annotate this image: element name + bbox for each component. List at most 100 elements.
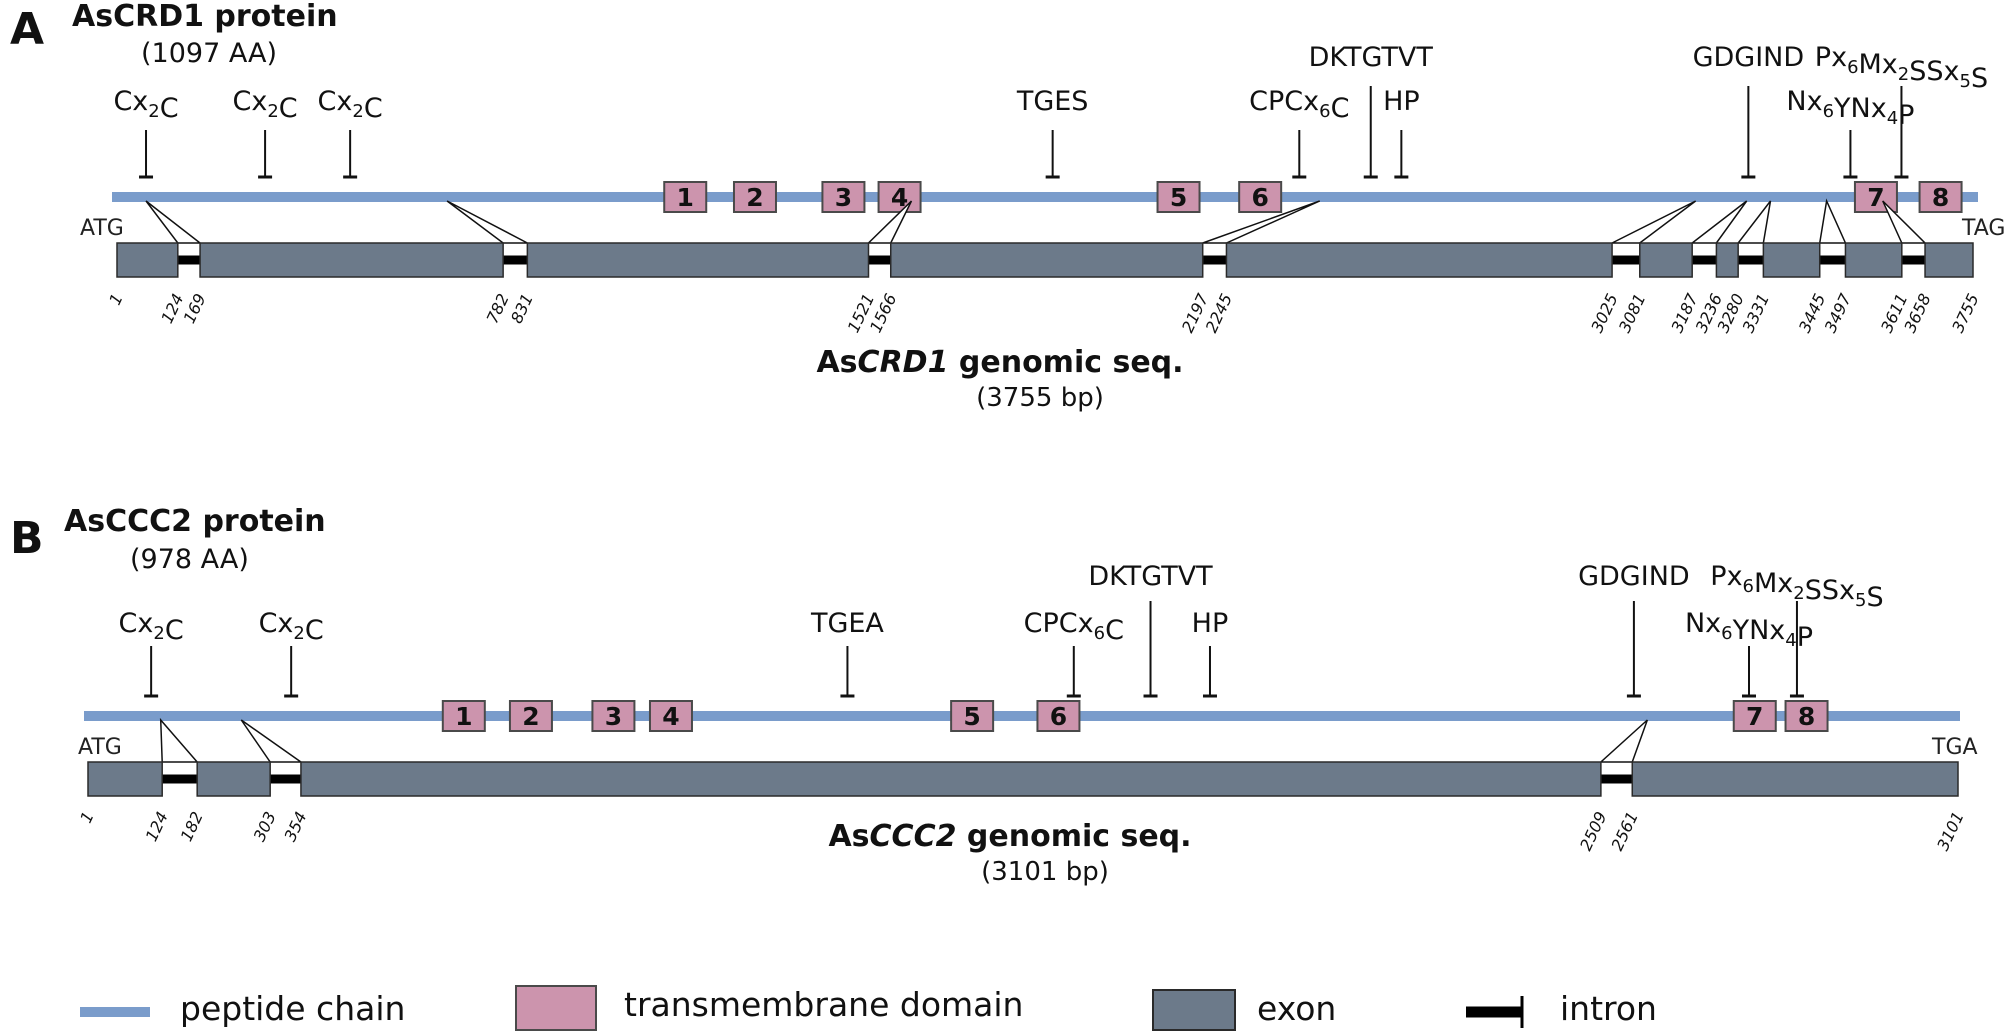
transmembrane-domain — [508, 700, 553, 732]
start-codon-b: ATG — [78, 735, 122, 760]
exon-connectors-a — [145, 198, 1927, 244]
transmembrane-domain-number: 3 — [835, 183, 852, 212]
panel-letter-b: B — [10, 513, 44, 564]
transmembrane-domain — [1784, 700, 1829, 732]
exon-block — [1715, 242, 1739, 278]
transmembrane-domain — [1853, 181, 1898, 213]
coordinate-label: 303 — [250, 809, 280, 845]
legend-label-peptide-chain: peptide chain — [180, 989, 405, 1028]
legend-item-exon: exon — [1152, 989, 1336, 1031]
motif-label: Cx2C — [318, 86, 383, 124]
transmembrane-domain — [1156, 181, 1201, 213]
motif-label: CPCx6C — [1249, 86, 1349, 124]
transmembrane-domain — [1732, 700, 1777, 732]
coordinate-label: 3101 — [1933, 809, 1967, 854]
exon-block — [1844, 242, 1903, 278]
legend-item-intron: intron — [1466, 989, 1657, 1028]
exon-block — [1639, 242, 1693, 278]
legend: peptide chain transmembrane domain exon … — [80, 985, 1657, 1031]
transmembrane-domain-number: 2 — [746, 183, 763, 212]
transmembrane-domain-number: 8 — [1798, 702, 1815, 731]
exon-block — [1631, 761, 1959, 797]
coordinate-label: 3755 — [1948, 291, 1982, 336]
coordinate-label: 354 — [280, 809, 310, 845]
transmembrane-domain-number: 7 — [1867, 183, 1884, 212]
intron-connector — [145, 200, 203, 244]
motif-label: HP — [1383, 86, 1420, 117]
genomic-title-suffix-a: genomic seq. — [948, 345, 1183, 380]
transmembrane-domain — [1238, 181, 1283, 213]
transmembrane-domain-number: 6 — [1050, 702, 1067, 731]
exon-block — [1924, 242, 1974, 278]
genomic-title-a: AsCRD1 genomic seq. — [816, 345, 1183, 380]
genomic-title-prefix-a: As — [816, 345, 857, 380]
transmembrane-domain-number: 6 — [1251, 183, 1268, 212]
legend-label-intron: intron — [1560, 989, 1657, 1028]
exons-a — [116, 242, 1974, 278]
legend-label-exon: exon — [1257, 989, 1336, 1028]
intron-connector — [1598, 719, 1649, 763]
coordinate-label: 2561 — [1607, 809, 1641, 854]
coordinate-label: 124 — [142, 809, 172, 845]
motif-label: Px6Mx2SSx5S — [1815, 42, 1988, 94]
transmembrane-domain-number: 4 — [662, 702, 679, 731]
stop-codon-a: TAG — [1961, 216, 2005, 241]
intron-connector — [1882, 200, 1927, 244]
protein-title-b: AsCCC2 protein — [64, 504, 326, 539]
motif-label: Cx2C — [259, 608, 324, 646]
transmembrane-domain-number: 1 — [677, 183, 694, 212]
motif-label: Px6Mx2SSx5S — [1710, 561, 1883, 613]
exon-block — [1762, 242, 1821, 278]
transmembrane-domain — [591, 700, 636, 732]
legend-item-transmembrane: transmembrane domain — [515, 985, 1023, 1031]
exons-b — [87, 761, 1959, 797]
exon-block — [1225, 242, 1613, 278]
transmembrane-domain-number: 3 — [605, 702, 622, 731]
motif-label: GDGIND — [1578, 561, 1690, 592]
transmembrane-domain — [821, 181, 866, 213]
transmembrane-domain-number: 1 — [455, 702, 472, 731]
protein-length-a: (1097 AA) — [141, 38, 277, 69]
intron-connector — [866, 200, 913, 244]
genomic-title-prefix-b: As — [828, 819, 869, 854]
motif-label: TGES — [1016, 86, 1089, 117]
coordinate-label: 1 — [76, 809, 98, 826]
stop-codon-b: TGA — [1931, 735, 1978, 760]
transmembrane-domain — [648, 700, 693, 732]
motif-label: Nx6YNx4P — [1685, 608, 1813, 653]
intron-connector — [159, 717, 199, 763]
motif-label: DKTGTVT — [1309, 42, 1434, 73]
genomic-title-b: AsCCC2 genomic seq. — [828, 819, 1191, 854]
motif-label: Nx6YNx4P — [1786, 86, 1914, 131]
transmembrane-domain-number: 5 — [1170, 183, 1187, 212]
exon-block — [526, 242, 870, 278]
intron-connector — [1611, 200, 1697, 244]
genomic-length-b: (3101 bp) — [981, 857, 1109, 887]
genomic-title-suffix-b: genomic seq. — [956, 819, 1191, 854]
exon-block — [87, 761, 163, 797]
genomic-title-gene-a: CRD1 — [858, 345, 949, 380]
transmembrane-domain-number: 5 — [963, 702, 980, 731]
motif-label: HP — [1192, 608, 1229, 639]
coordinate-label: 124 — [157, 291, 187, 327]
intron-connector — [1818, 198, 1847, 244]
motif-label: Cx2C — [119, 608, 184, 646]
transmembrane-domain — [732, 181, 777, 213]
panel-letter-a: A — [10, 4, 44, 55]
protein-title-a: AsCRD1 protein — [72, 0, 338, 34]
intron-connector — [446, 200, 528, 244]
transmembrane-domain — [663, 181, 708, 213]
motif-label: CPCx6C — [1024, 608, 1124, 646]
exon-block — [199, 242, 504, 278]
legend-swatch-transmembrane — [515, 985, 597, 1031]
genomic-length-a: (3755 bp) — [976, 383, 1104, 413]
legend-item-peptide-chain: peptide chain — [80, 989, 405, 1028]
transmembrane-domain — [877, 181, 922, 213]
motif-label: Cx2C — [113, 86, 178, 124]
exon-block — [196, 761, 271, 797]
